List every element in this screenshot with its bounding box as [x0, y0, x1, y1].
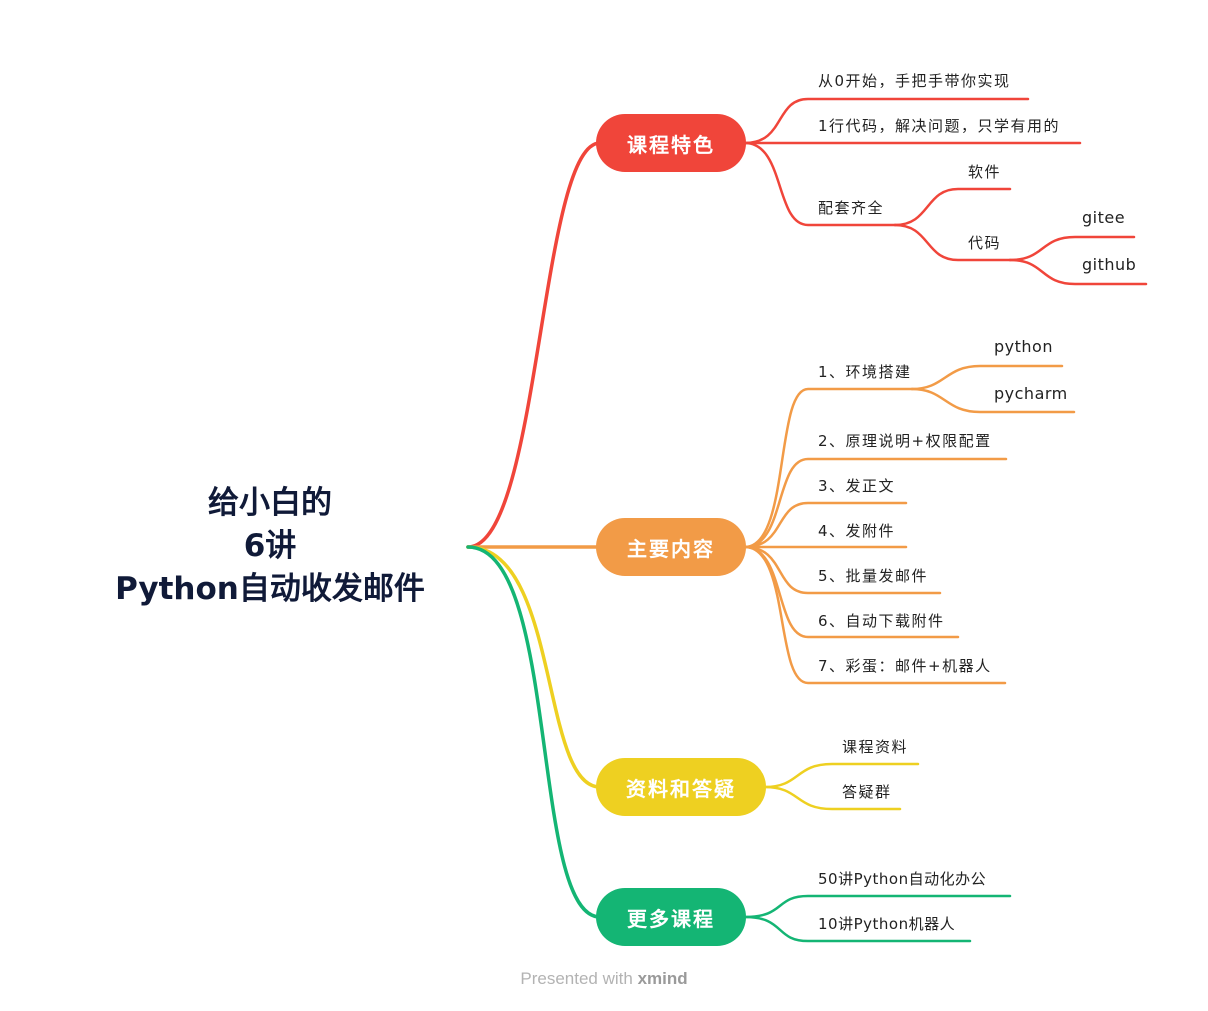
connector-code-github: [1008, 258, 1148, 286]
leaf-software[interactable]: 软件: [968, 163, 1002, 181]
branch-materials[interactable]: 资料和答疑: [596, 758, 766, 816]
branch-more[interactable]: 更多课程: [596, 888, 746, 946]
connector-env-python: [910, 364, 1064, 391]
connector-materials-qa: [763, 785, 902, 811]
connector-content-principle: [743, 457, 1008, 549]
connector-complete-code: [893, 223, 1012, 262]
connector-content-sendtext: [743, 501, 908, 549]
connector-complete-software: [893, 187, 1012, 227]
leaf-docs[interactable]: 课程资料: [842, 738, 909, 756]
leaf-batch[interactable]: 5、批量发邮件: [818, 567, 929, 585]
leaf-start-zero[interactable]: 从0开始，手把手带你实现: [818, 72, 1011, 90]
leaf-python[interactable]: python: [994, 337, 1053, 356]
footer-attribution: Presented with xmind: [0, 969, 1208, 989]
connector-more-office: [743, 894, 1012, 919]
leaf-attach[interactable]: 4、发附件: [818, 522, 896, 540]
leaf-one-line[interactable]: 1行代码，解决问题，只学有用的: [818, 117, 1061, 135]
leaf-complete[interactable]: 配套齐全: [818, 199, 885, 217]
connector-code-gitee: [1008, 235, 1136, 262]
root-topic[interactable]: 给小白的 6讲 Python自动收发邮件: [60, 482, 480, 611]
branch-content-label: 主要内容: [627, 536, 715, 561]
connector-content-easter: [743, 545, 1007, 685]
leaf-gitee[interactable]: gitee: [1082, 208, 1126, 227]
leaf-pycharm[interactable]: pycharm: [994, 384, 1068, 403]
branch-features-label: 课程特色: [627, 132, 715, 157]
leaf-office[interactable]: 50讲Python自动化办公: [818, 870, 987, 888]
connector-root-materials: [466, 545, 602, 789]
connector-root-more: [466, 545, 602, 919]
root-line-3: Python自动收发邮件: [115, 571, 425, 607]
leaf-qa[interactable]: 答疑群: [842, 783, 892, 801]
leaf-code[interactable]: 代码: [968, 234, 1002, 252]
connector-content-batch: [743, 545, 942, 595]
connector-content-env: [743, 387, 914, 549]
leaf-env[interactable]: 1、环境搭建: [818, 363, 912, 381]
connector-more-robot: [743, 915, 972, 943]
leaf-send-text[interactable]: 3、发正文: [818, 477, 896, 495]
connector-features-complete: [743, 141, 897, 227]
connector-features-start: [743, 97, 1030, 145]
branch-materials-label: 资料和答疑: [626, 776, 736, 801]
connector-env-pycharm: [910, 387, 1076, 414]
footer-presented: Presented with: [520, 969, 633, 988]
branch-content[interactable]: 主要内容: [596, 518, 746, 576]
xmind-logo: xmind: [637, 969, 688, 988]
leaf-principle[interactable]: 2、原理说明+权限配置: [818, 432, 992, 450]
root-line-1: 给小白的: [208, 485, 332, 521]
root-line-2: 6讲: [243, 528, 297, 564]
branch-more-label: 更多课程: [627, 906, 715, 931]
connector-materials-docs: [763, 762, 920, 789]
leaf-robot[interactable]: 10讲Python机器人: [818, 915, 956, 933]
connector-root-features: [466, 141, 602, 549]
branch-features[interactable]: 课程特色: [596, 114, 746, 172]
leaf-download[interactable]: 6、自动下载附件: [818, 612, 945, 630]
leaf-easter[interactable]: 7、彩蛋：邮件+机器人: [818, 657, 992, 675]
leaf-github[interactable]: github: [1082, 255, 1137, 274]
